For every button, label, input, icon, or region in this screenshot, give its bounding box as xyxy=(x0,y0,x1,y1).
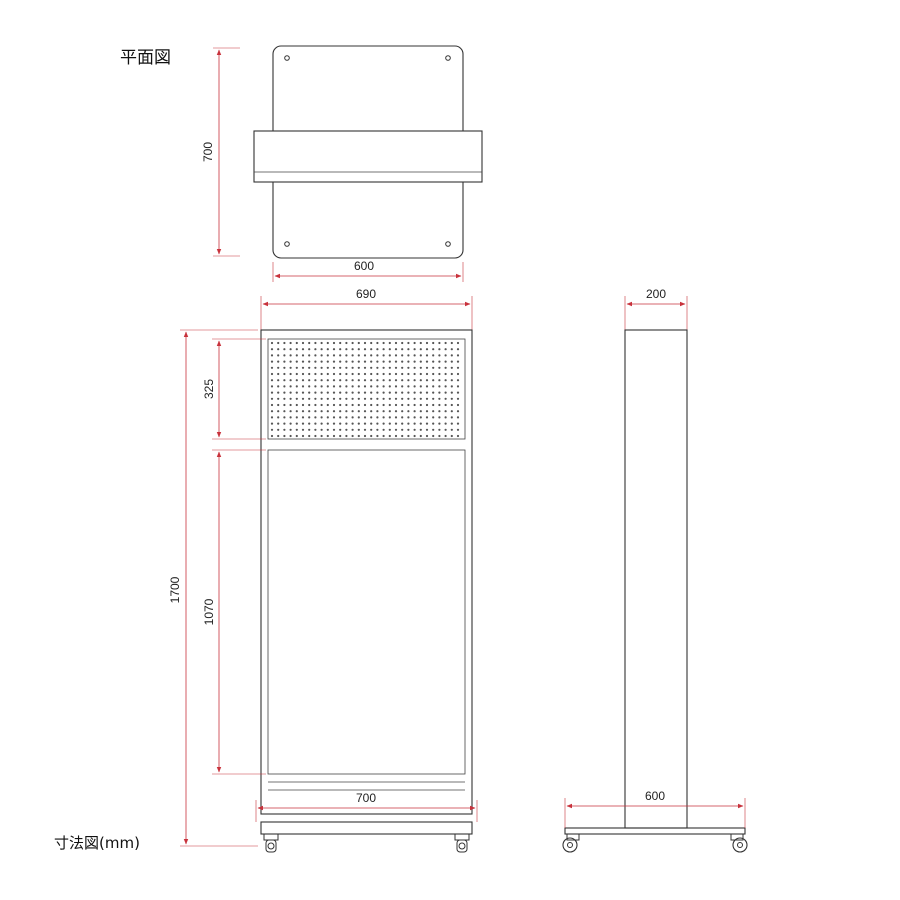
plan-view xyxy=(253,45,483,259)
panel-height-label: 325 xyxy=(202,379,216,399)
side-caster-right xyxy=(730,833,748,853)
plan-caster-hole-bl xyxy=(284,241,290,247)
front-frame xyxy=(260,329,473,815)
plan-width-label: 600 xyxy=(354,259,374,273)
total-height-label: 1700 xyxy=(168,576,182,603)
side-depth-dimension: 200 xyxy=(624,287,688,330)
side-view xyxy=(562,329,748,853)
panel-height-dimension: 325 xyxy=(202,338,266,440)
front-view xyxy=(260,329,473,853)
front-width-label: 690 xyxy=(356,287,376,301)
front-base-width-label: 700 xyxy=(356,791,376,805)
front-base-width-dimension: 700 xyxy=(255,791,478,822)
plan-depth-dimension: 700 xyxy=(201,47,240,257)
front-caster-right xyxy=(454,833,470,853)
board-height-label: 1070 xyxy=(202,598,216,625)
plan-caster-hole-br xyxy=(445,241,451,247)
plan-sign-box xyxy=(253,130,483,183)
side-caster-left xyxy=(562,833,580,853)
side-column xyxy=(624,329,688,829)
board-height-dimension: 1070 xyxy=(202,449,266,775)
plan-view-title: 平面図 xyxy=(120,48,171,68)
side-depth-label: 200 xyxy=(646,287,666,301)
side-base-width-dimension: 600 xyxy=(564,789,746,828)
plan-depth-label: 700 xyxy=(201,142,215,162)
front-width-dimension: 690 xyxy=(260,287,473,330)
plan-caster-hole-tl xyxy=(284,55,290,61)
front-base-plate xyxy=(260,821,473,835)
side-base-plate xyxy=(564,827,746,835)
dimension-drawing-title: 寸法図(mm) xyxy=(54,834,140,852)
front-caster-left xyxy=(263,833,279,853)
total-height-dimension: 1700 xyxy=(168,329,258,847)
perforation-holes xyxy=(270,341,460,438)
plan-width-dimension: 600 xyxy=(272,259,464,282)
plan-caster-hole-tr xyxy=(445,55,451,61)
side-base-width-label: 600 xyxy=(645,789,665,803)
perforated-panel xyxy=(267,338,466,440)
display-board xyxy=(267,449,466,775)
